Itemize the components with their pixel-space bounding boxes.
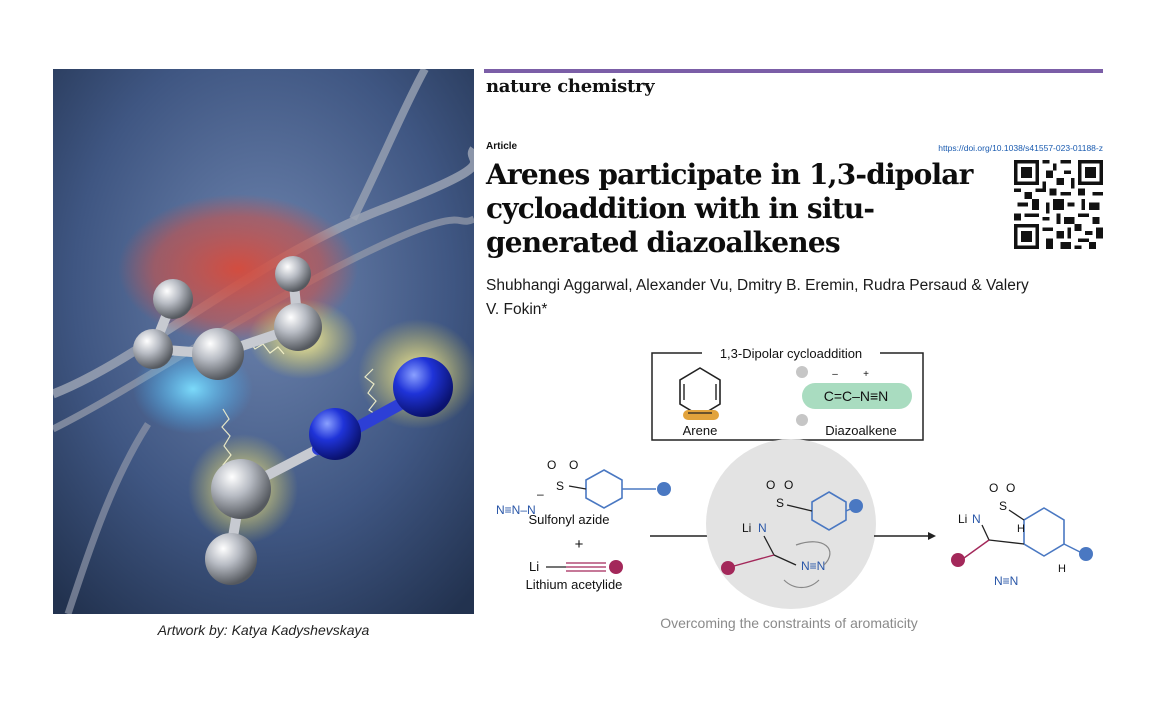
li-label: Li xyxy=(529,559,539,574)
svg-text:H: H xyxy=(1058,563,1066,575)
svg-text:N≡N: N≡N xyxy=(801,559,825,573)
artwork-caption: Artwork by: Katya Kadyshevskaya xyxy=(157,622,370,638)
diazoalkene-formula: C=C–N≡N xyxy=(824,388,889,404)
svg-text:O: O xyxy=(547,458,556,472)
plus-sign: + xyxy=(575,536,584,553)
svg-text:O: O xyxy=(569,458,578,472)
diazoalkene-label: Diazoalkene xyxy=(825,423,897,438)
qr-code-icon[interactable] xyxy=(1014,160,1103,249)
doi-link[interactable]: https://doi.org/10.1038/s41557-023-01188… xyxy=(938,143,1103,153)
sulfonyl-azide-label: Sulfonyl azide xyxy=(529,512,610,527)
svg-text:O: O xyxy=(766,478,775,492)
svg-text:N: N xyxy=(972,512,981,526)
journal-name: nature chemistry xyxy=(486,76,655,97)
article-type: Article xyxy=(486,141,518,152)
cover-artwork xyxy=(53,69,474,614)
arene-structure xyxy=(679,367,721,420)
lithium-acetylide-structure: Li xyxy=(529,559,623,574)
scheme-footer: Overcoming the constraints of aromaticit… xyxy=(660,615,918,631)
product-structure: Li N S O O H H N≡N xyxy=(951,481,1093,588)
svg-text:N: N xyxy=(758,521,767,535)
svg-text:S: S xyxy=(776,496,784,510)
svg-text:+: + xyxy=(863,369,869,380)
svg-text:N≡N: N≡N xyxy=(994,574,1018,588)
svg-text:H: H xyxy=(1017,523,1025,535)
svg-text:N≡N–N: N≡N–N xyxy=(496,503,536,517)
svg-text:–: – xyxy=(537,487,544,501)
svg-text:S: S xyxy=(999,499,1007,513)
author-list: Shubhangi Aggarwal, Alexander Vu, Dmitry… xyxy=(486,277,1029,318)
intermediate-circle xyxy=(706,439,876,609)
reaction-scheme: 1,3-Dipolar cycloaddition Arene – + C=C–… xyxy=(496,346,1093,631)
svg-text:Li: Li xyxy=(742,521,751,535)
svg-text:O: O xyxy=(1006,481,1015,495)
lithium-acetylide-label: Lithium acetylide xyxy=(526,577,623,592)
sulfonyl-azide-structure: N≡N–N – S O O xyxy=(496,458,671,517)
svg-text:O: O xyxy=(989,481,998,495)
svg-text:Li: Li xyxy=(958,512,967,526)
svg-text:O: O xyxy=(784,478,793,492)
arene-label: Arene xyxy=(683,423,718,438)
article-title: Arenes participate in 1,3-dipolar cycloa… xyxy=(486,158,973,259)
box-title: 1,3-Dipolar cycloaddition xyxy=(720,346,862,361)
svg-text:S: S xyxy=(556,479,564,493)
svg-text:–: – xyxy=(832,369,838,380)
intermediate-structure: Li N S O O N≡N xyxy=(721,478,863,589)
header-rule xyxy=(484,69,1103,73)
